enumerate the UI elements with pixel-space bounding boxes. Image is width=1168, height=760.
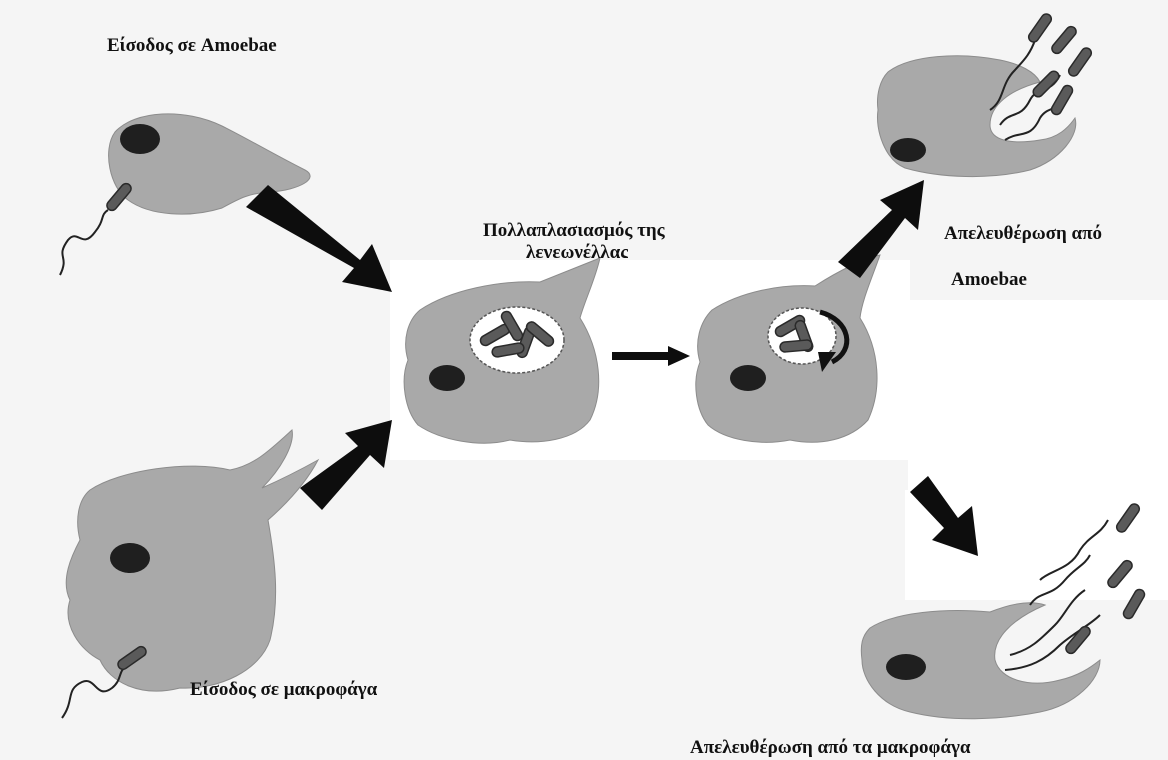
label-release-amoebae-continued: Amoebae — [951, 270, 1027, 289]
infected-cell — [404, 258, 600, 443]
label-entry-macrophages: Είσοδος σε μακροφάγα — [190, 680, 377, 699]
nucleus-icon — [429, 365, 465, 391]
infected-cell — [696, 255, 880, 442]
macrophage-release-cell — [861, 502, 1146, 719]
bacterium-icon — [60, 182, 133, 275]
nucleus-icon — [110, 543, 150, 573]
arrow-icon — [838, 180, 924, 278]
label-release-amoebae: Απελευθέρωση από — [944, 224, 1102, 243]
label-multiplication: Πολλαπλασιασμός της — [483, 221, 665, 240]
macrophage-cell — [66, 430, 318, 691]
nucleus-icon — [886, 654, 926, 680]
arrow-icon — [612, 346, 690, 366]
arrow-icon — [246, 185, 392, 292]
label-release-macrophages: Απελευθέρωση από τα μακροφάγα — [690, 738, 970, 757]
amoeba-release-cell — [877, 12, 1093, 177]
label-entry-amoebae: Είσοδος σε Amoebae — [107, 36, 277, 55]
arrow-icon — [910, 476, 978, 556]
nucleus-icon — [890, 138, 926, 162]
label-multiplication-continued: λεγεωνέλλας — [526, 243, 628, 258]
nucleus-icon — [730, 365, 766, 391]
nucleus-icon — [120, 124, 160, 154]
bacteria-release-icon — [1005, 502, 1146, 670]
